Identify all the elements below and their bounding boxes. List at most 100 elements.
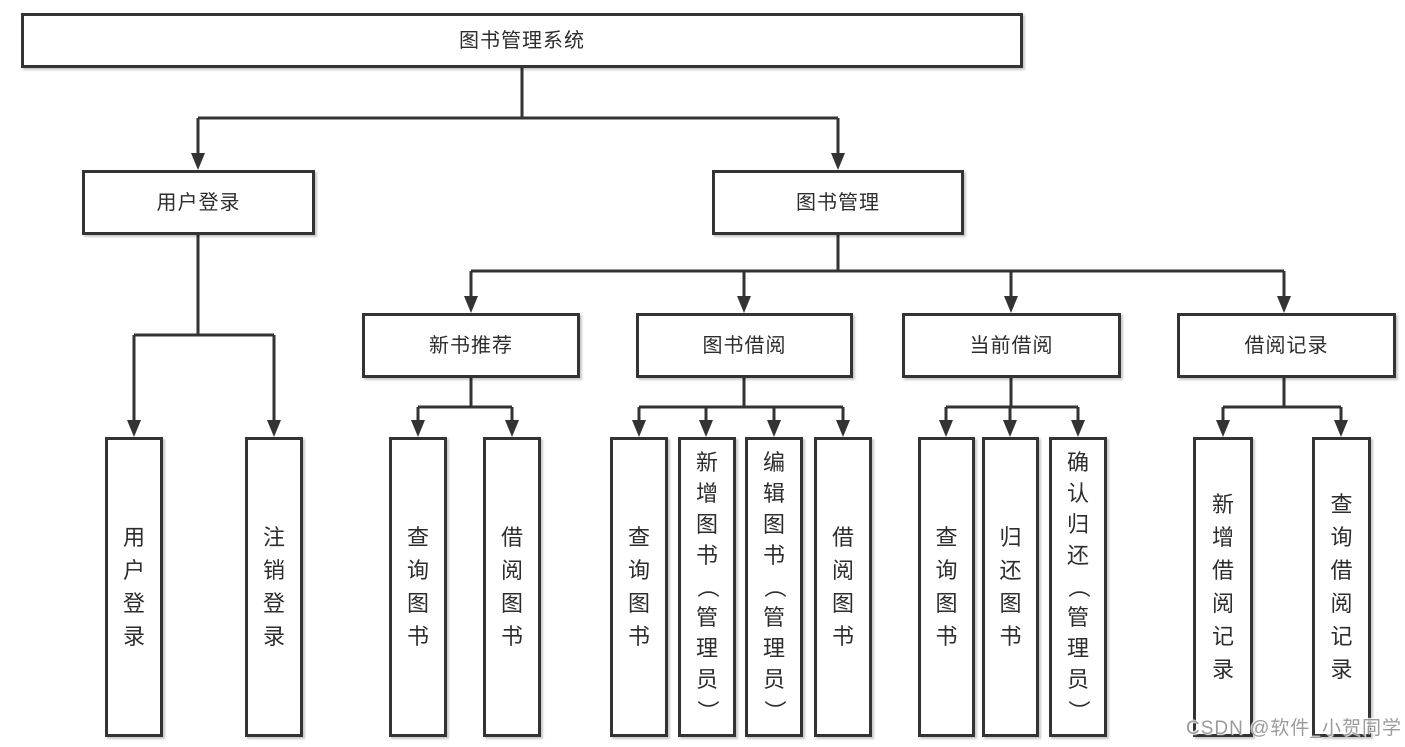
leaf-label-char: 销 bbox=[262, 557, 285, 583]
leaf-borrow-books: 借阅图书 bbox=[814, 437, 872, 737]
leaf-confirm-return-admin: 确认归还 （ 管理员 ） bbox=[1049, 437, 1107, 737]
connector-paths bbox=[132, 68, 1343, 420]
leaf-label-char: 登 bbox=[262, 590, 285, 616]
leaf-label-char: 管 bbox=[762, 605, 785, 630]
leaf-label-char: 借 bbox=[831, 524, 854, 550]
leaf-label-char: 理 bbox=[1066, 636, 1089, 661]
leaf-label-char: 记 bbox=[1330, 623, 1353, 649]
leaf-label-char: 理 bbox=[695, 636, 718, 661]
leaf-label-char: 阅 bbox=[500, 557, 523, 583]
leaf-query-borrow-record: 查询借阅记录 bbox=[1312, 437, 1371, 737]
csdn-watermark: CSDN @软件_小贺同学 bbox=[1186, 718, 1402, 739]
node-label: 借阅记录 bbox=[1244, 334, 1329, 357]
leaf-label-char: 书 bbox=[406, 623, 429, 649]
leaf-label-char: 图 bbox=[999, 590, 1022, 616]
leaf-logout: 注销登录 bbox=[245, 437, 303, 737]
leaf-label-char: 图 bbox=[762, 512, 785, 537]
leaf-label-char: 借 bbox=[1211, 557, 1234, 583]
node-label: 新书推荐 bbox=[429, 334, 513, 357]
leaf-label-char: 阅 bbox=[831, 557, 854, 583]
leaf-edit-books-admin: 编辑图书（管理员） bbox=[745, 437, 803, 737]
leaf-label-char: 书 bbox=[695, 543, 718, 568]
leaf-label-char: 认 bbox=[1066, 481, 1089, 506]
leaf-label-char: 询 bbox=[627, 557, 650, 583]
leaf-label: 查询图书 bbox=[406, 526, 429, 649]
leaf-label-char: 查 bbox=[627, 524, 650, 550]
leaf-label-char: 书 bbox=[627, 623, 650, 649]
leaf-label-char: 图 bbox=[831, 590, 854, 616]
leaf-label-char: 查 bbox=[1330, 491, 1353, 517]
leaf-label-char: 图 bbox=[627, 590, 650, 616]
leaf-label-char: 辑 bbox=[762, 481, 785, 506]
leaf-label: 借阅图书 bbox=[831, 524, 854, 649]
leaf-label-char: （ bbox=[694, 575, 720, 599]
leaf-label-char: 管 bbox=[695, 605, 718, 630]
node-new-book-recommend: 新书推荐 bbox=[362, 313, 580, 378]
leaf-label-char: 管 bbox=[1066, 605, 1089, 630]
leaf-label-char: 确 bbox=[1066, 450, 1089, 475]
leaf-label-char: 图 bbox=[935, 590, 958, 616]
leaf-label-char: 图 bbox=[500, 590, 523, 616]
leaf-label-char: 户 bbox=[122, 557, 145, 583]
leaf-borrow-books-recommend: 借阅图书 bbox=[483, 437, 541, 737]
leaf-label-char: ） bbox=[694, 699, 720, 723]
leaf-return-books: 归还图书 bbox=[982, 437, 1039, 737]
leaf-label-char: 借 bbox=[500, 524, 523, 550]
leaf-label-char: 员 bbox=[695, 667, 718, 692]
leaf-label: 查询图书 bbox=[935, 524, 958, 648]
leaf-label-char: 增 bbox=[695, 481, 718, 506]
leaf-label: 借阅图书 bbox=[500, 524, 523, 649]
leaf-label-char: 员 bbox=[1066, 667, 1089, 692]
leaf-label-char: ） bbox=[1065, 699, 1091, 723]
leaf-label-char: 新 bbox=[695, 450, 718, 475]
leaf-label: 编辑图书（管理员） bbox=[762, 450, 787, 723]
leaf-label-char: 员 bbox=[762, 667, 785, 692]
leaf-label: 注销登录 bbox=[262, 524, 285, 649]
leaf-label-char: 编 bbox=[762, 450, 785, 475]
leaf-label: 新增图书 （ 管理员 ） bbox=[694, 450, 720, 723]
leaf-label-char: 理 bbox=[762, 636, 785, 661]
leaf-label-char: 阅 bbox=[1330, 590, 1353, 616]
arrowheads bbox=[127, 153, 1348, 437]
leaf-label-char: （ bbox=[1065, 575, 1091, 599]
leaf-label: 新增借阅记录 bbox=[1211, 491, 1234, 682]
leaf-label-char: 询 bbox=[406, 557, 429, 583]
leaf-label-char: 用 bbox=[122, 524, 145, 550]
node-label: 图书管理 bbox=[796, 191, 880, 214]
node-label: 当前借阅 bbox=[969, 334, 1054, 357]
leaf-query-books-current: 查询图书 bbox=[918, 437, 975, 737]
leaf-label-char: 还 bbox=[999, 557, 1022, 583]
leaf-user-login: 用户登录 bbox=[105, 437, 163, 737]
leaf-label-char: 询 bbox=[935, 557, 958, 583]
leaf-label-char: 录 bbox=[262, 623, 285, 649]
leaf-label-char: 还 bbox=[1066, 543, 1089, 568]
leaf-label-char: 记 bbox=[1211, 623, 1234, 649]
leaf-label-char: 新 bbox=[1211, 491, 1234, 517]
leaf-label: 确认归还 （ 管理员 ） bbox=[1065, 450, 1091, 723]
leaf-label-char: 归 bbox=[1066, 512, 1089, 537]
node-user-login-group: 用户登录 bbox=[82, 170, 315, 235]
node-label: 图书借阅 bbox=[702, 334, 787, 357]
leaf-label-char: 查 bbox=[935, 524, 958, 550]
leaf-label-char: 图 bbox=[695, 512, 718, 537]
leaf-add-borrow-record: 新增借阅记录 bbox=[1193, 437, 1253, 737]
leaf-add-books-admin: 新增图书 （ 管理员 ） bbox=[678, 437, 736, 737]
leaf-label-char: 归 bbox=[999, 524, 1022, 550]
leaf-label-char: 增 bbox=[1211, 524, 1234, 550]
node-label: 用户登录 bbox=[156, 191, 241, 214]
leaf-label-char: 注 bbox=[262, 524, 285, 550]
node-library-management-system: 图书管理系统 bbox=[21, 13, 1023, 68]
node-book-borrowing: 图书借阅 bbox=[636, 313, 853, 378]
leaf-label-char: 书 bbox=[500, 623, 523, 649]
leaf-label-char: 录 bbox=[122, 623, 145, 649]
leaf-query-books-recommend: 查询图书 bbox=[389, 437, 447, 737]
node-current-borrowing: 当前借阅 bbox=[902, 313, 1121, 378]
leaf-label-char: 录 bbox=[1330, 656, 1353, 682]
leaf-label-char: 书 bbox=[831, 623, 854, 649]
leaf-label-char: 图 bbox=[406, 590, 429, 616]
leaf-label: 查询图书 bbox=[627, 524, 650, 649]
node-book-management: 图书管理 bbox=[712, 170, 964, 235]
leaf-label-char: 录 bbox=[1211, 656, 1234, 682]
